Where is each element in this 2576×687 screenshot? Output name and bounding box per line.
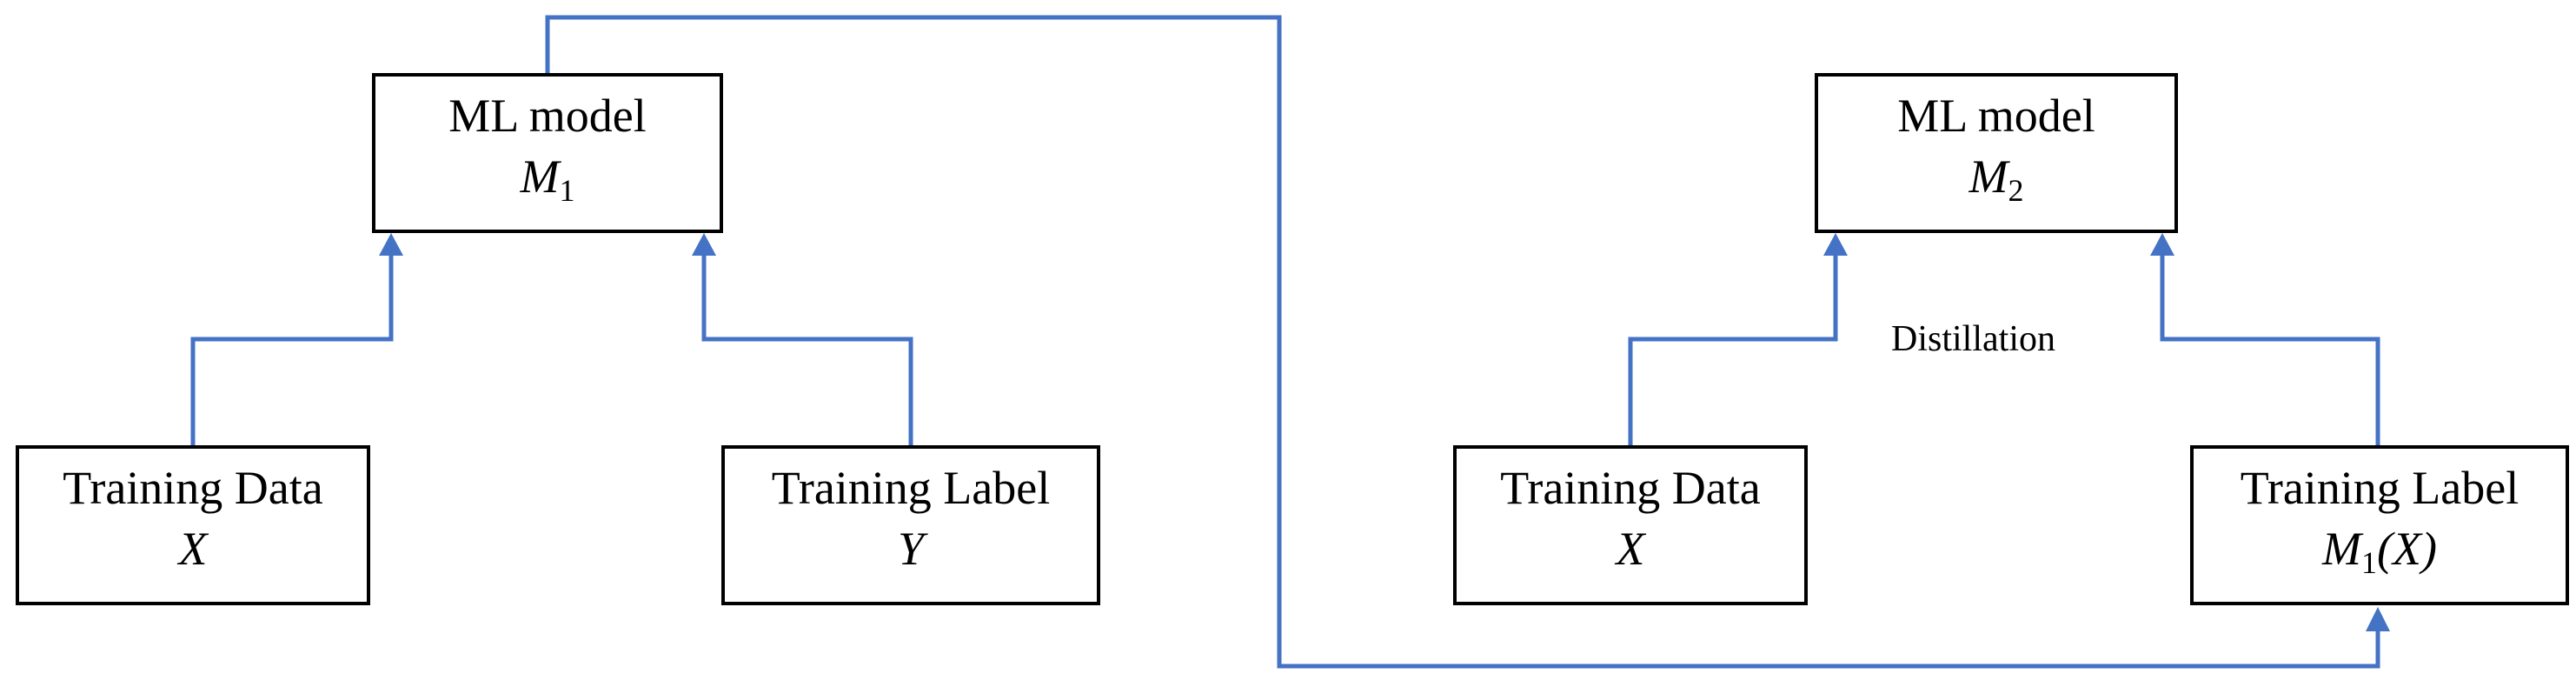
right-model-box: ML model M2 xyxy=(1815,73,2178,233)
right-training-label-box: Training Label M1(X) xyxy=(2190,445,2569,605)
right-training-label-symbol: M1(X) xyxy=(2322,523,2437,580)
left-model-title: ML model xyxy=(448,90,647,142)
connector-m1-to-distilled-label xyxy=(545,15,2380,669)
right-training-data-box: Training Data X xyxy=(1453,445,1808,605)
connector-left-data-to-model xyxy=(190,252,394,445)
connector-right-label-to-model xyxy=(2160,252,2380,445)
arrowhead-distilled-label xyxy=(2366,607,2390,631)
left-training-data-title: Training Data xyxy=(63,462,323,514)
left-model-box: ML model M1 xyxy=(372,73,723,233)
left-training-label-symbol: Y xyxy=(897,523,925,575)
right-training-data-symbol: X xyxy=(1616,523,1645,575)
arrowhead-left-model-label xyxy=(692,233,716,256)
distillation-label: Distillation xyxy=(1891,319,2055,359)
left-training-label-title: Training Label xyxy=(771,462,1051,514)
right-training-label-title: Training Label xyxy=(2240,462,2520,514)
arrowhead-right-model-label xyxy=(2150,233,2174,256)
left-training-label-box: Training Label Y xyxy=(721,445,1100,605)
right-model-title: ML model xyxy=(1897,90,2095,142)
right-training-data-title: Training Data xyxy=(1500,462,1761,514)
left-training-data-box: Training Data X xyxy=(16,445,370,605)
arrowhead-left-model-data xyxy=(379,233,403,256)
left-training-data-symbol: X xyxy=(178,523,208,575)
connector-left-label-to-model xyxy=(701,252,913,445)
right-model-symbol: M2 xyxy=(1969,150,2024,208)
connector-right-data-to-model xyxy=(1628,252,1838,445)
left-model-symbol: M1 xyxy=(520,150,575,208)
arrowhead-right-model-data xyxy=(1823,233,1848,256)
